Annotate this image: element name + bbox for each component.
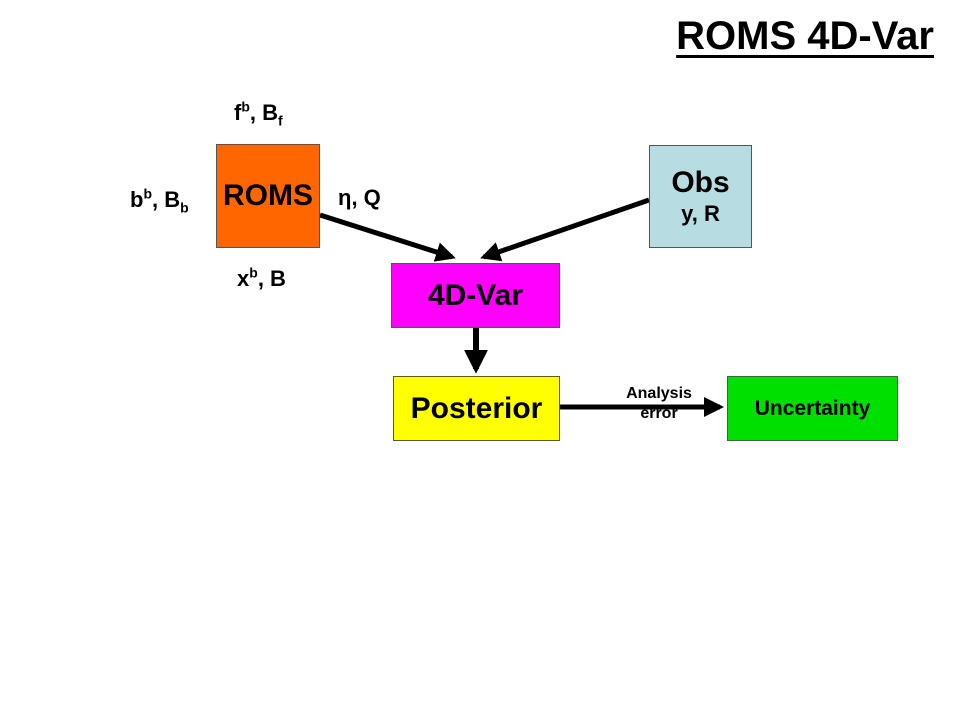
analysis-error-line2: error [640,405,678,422]
obs-to-4dvar-arrow [480,197,650,262]
forcing-label: fb, Bf [234,98,283,129]
obs-sub-label: y, R [681,200,720,226]
roms-to-4dvar-arrow [319,212,456,262]
page-title: ROMS 4D-Var [676,14,934,58]
analysis-error-label: Analysis error [604,384,714,424]
uncertainty-label: Uncertainty [754,396,871,420]
analysis-error-line1: Analysis [626,385,692,402]
boundary-label: bb, Bb [130,185,189,216]
uncertainty-box: Uncertainty [727,376,898,441]
4dvar-box: 4D-Var [391,263,560,328]
obs-label: Obs [671,165,730,199]
roms-box: ROMS [216,144,320,248]
posterior-box: Posterior [393,376,560,441]
4dvar-label: 4D-Var [427,278,524,312]
roms-label: ROMS [223,179,313,212]
model-error-label: η, Q [338,185,381,210]
initial-conditions-label: xb, B [237,264,286,291]
obs-box: Obs y, R [649,145,752,248]
posterior-label: Posterior [410,391,543,425]
